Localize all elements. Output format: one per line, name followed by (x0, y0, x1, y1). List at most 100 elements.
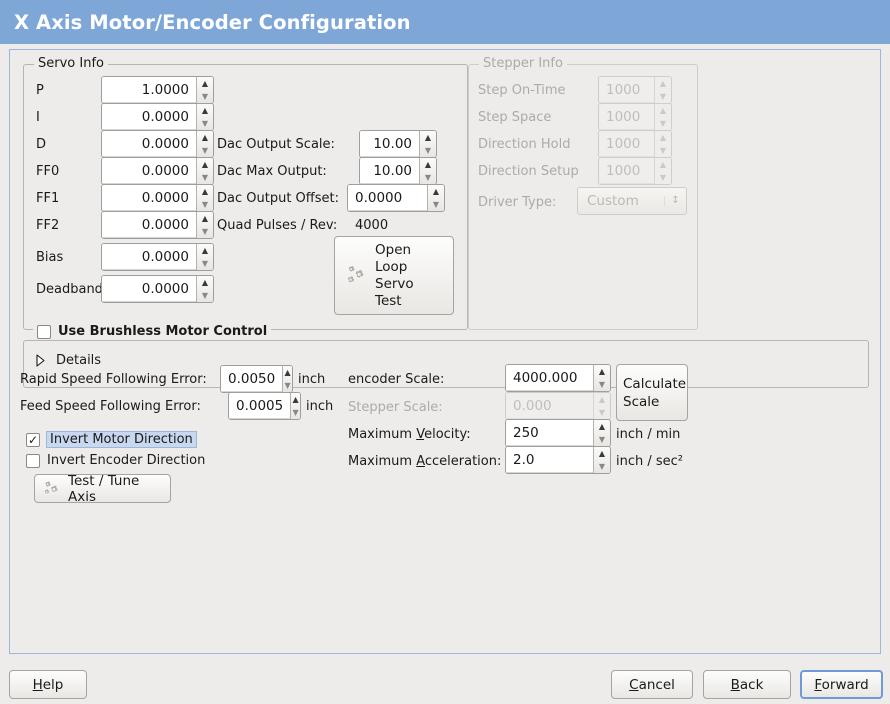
servo-deadband-value[interactable]: 0.0000 (102, 276, 196, 302)
maximum-velocity-value[interactable]: 250 (506, 420, 593, 446)
dac-max-output-label: Dac Max Output: (217, 164, 327, 179)
dac-max-output-spin-buttons[interactable]: ▲ ▼ (419, 158, 436, 184)
feed-spin-buttons[interactable]: ▲ ▼ (290, 393, 300, 419)
driver-type-label: Driver Type: (478, 195, 557, 210)
servo-info-legend: Servo Info (34, 56, 108, 71)
dac-output-scale-value[interactable]: 10.00 (360, 131, 419, 157)
checkbox-box[interactable]: ✓ (26, 432, 40, 447)
spin-down-icon[interactable]: ▼ (201, 226, 209, 236)
servo-ff1-value[interactable]: 0.0000 (102, 185, 196, 211)
servo-p-spinner[interactable]: 1.0000 ▲ ▼ (101, 76, 214, 104)
details-expander[interactable]: Details (35, 353, 101, 368)
spin-up-icon[interactable]: ▲ (201, 105, 209, 115)
spin-up-icon[interactable]: ▲ (201, 245, 209, 255)
servo-i-value[interactable]: 0.0000 (102, 104, 196, 130)
back-button[interactable]: Back (703, 670, 791, 699)
spin-down-icon[interactable]: ▼ (201, 91, 209, 101)
servo-ff2-value[interactable]: 0.0000 (102, 212, 196, 238)
open-loop-servo-test-button[interactable]: Open Loop Servo Test (334, 236, 454, 315)
maximum-acceleration-spinner[interactable]: 2.0 ▲ ▼ (505, 446, 611, 474)
dac-output-scale-spinner[interactable]: 10.00 ▲ ▼ (359, 130, 437, 158)
feed-following-error-value[interactable]: 0.0005 (229, 393, 291, 419)
spin-down-icon[interactable]: ▼ (201, 199, 209, 209)
spin-down-icon[interactable]: ▼ (201, 118, 209, 128)
servo-d-value[interactable]: 0.0000 (102, 131, 196, 157)
maximum-acceleration-value[interactable]: 2.0 (506, 447, 593, 473)
use-brushless-motor-control-checkbox[interactable]: Use Brushless Motor Control (33, 324, 272, 339)
servo-ff0-value[interactable]: 0.0000 (102, 158, 196, 184)
spin-up-icon[interactable]: ▲ (292, 394, 299, 404)
servo-bias-spinner[interactable]: 0.0000 ▲ ▼ (101, 243, 214, 271)
servo-ff1-spinner[interactable]: 0.0000 ▲ ▼ (101, 184, 214, 212)
servo-ff0-spin-buttons[interactable]: ▲ ▼ (196, 158, 213, 184)
encoder-scale-spin-buttons[interactable]: ▲ ▼ (593, 365, 610, 391)
invert-motor-direction-checkbox[interactable]: ✓ Invert Motor Direction (26, 431, 197, 448)
spin-up-icon[interactable]: ▲ (201, 78, 209, 88)
servo-d-spinner[interactable]: 0.0000 ▲ ▼ (101, 130, 214, 158)
direction-setup-value: 1000 (599, 158, 654, 184)
spin-up-icon[interactable]: ▲ (201, 186, 209, 196)
servo-i-spinner[interactable]: 0.0000 ▲ ▼ (101, 103, 214, 131)
forward-button[interactable]: Forward (800, 670, 883, 699)
servo-deadband-spin-buttons[interactable]: ▲ ▼ (196, 276, 213, 302)
spin-down-icon[interactable]: ▼ (598, 379, 606, 389)
servo-deadband-spinner[interactable]: 0.0000 ▲ ▼ (101, 275, 214, 303)
spin-up-icon[interactable]: ▲ (284, 367, 291, 377)
spin-down-icon[interactable]: ▼ (201, 290, 209, 300)
rapid-following-error-value[interactable]: 0.0050 (221, 366, 283, 392)
spin-up-icon[interactable]: ▲ (201, 213, 209, 223)
dac-output-scale-spin-buttons[interactable]: ▲ ▼ (419, 131, 436, 157)
rapid-following-error-spinner[interactable]: 0.0050 ▲ ▼ (220, 365, 293, 393)
spin-up-icon[interactable]: ▲ (424, 132, 432, 142)
spin-up-icon[interactable]: ▲ (598, 421, 606, 431)
test-tune-axis-button[interactable]: Test / Tune Axis (34, 473, 171, 505)
spin-down-icon[interactable]: ▼ (284, 380, 291, 390)
servo-p-value[interactable]: 1.0000 (102, 77, 196, 103)
spin-down-icon: ▼ (659, 145, 667, 155)
rapid-spin-buttons[interactable]: ▲ ▼ (282, 366, 292, 392)
spin-up-icon[interactable]: ▲ (424, 159, 432, 169)
encoder-scale-spinner[interactable]: 4000.000 ▲ ▼ (505, 364, 611, 392)
spin-up-icon[interactable]: ▲ (598, 448, 606, 458)
spin-down-icon[interactable]: ▼ (201, 145, 209, 155)
spin-down-icon[interactable]: ▼ (598, 434, 606, 444)
maximum-acceleration-spin-buttons[interactable]: ▲ ▼ (593, 447, 610, 473)
servo-i-spin-buttons[interactable]: ▲ ▼ (196, 104, 213, 130)
spin-up-icon[interactable]: ▲ (201, 159, 209, 169)
servo-ff2-spin-buttons[interactable]: ▲ ▼ (196, 212, 213, 238)
calculate-scale-button[interactable]: Calculate Scale (616, 364, 688, 421)
spin-up-icon[interactable]: ▲ (598, 366, 606, 376)
maximum-velocity-spinner[interactable]: 250 ▲ ▼ (505, 419, 611, 447)
servo-ff2-spinner[interactable]: 0.0000 ▲ ▼ (101, 211, 214, 239)
dac-output-offset-spin-buttons[interactable]: ▲ ▼ (427, 185, 444, 211)
cancel-button[interactable]: Cancel (611, 670, 693, 699)
checkbox-box[interactable] (37, 324, 51, 339)
spin-up-icon[interactable]: ▲ (201, 277, 209, 287)
spin-down-icon[interactable]: ▼ (424, 145, 432, 155)
servo-d-spin-buttons[interactable]: ▲ ▼ (196, 131, 213, 157)
spin-down-icon[interactable]: ▼ (424, 172, 432, 182)
checkbox-box[interactable] (26, 453, 40, 468)
maximum-velocity-spin-buttons[interactable]: ▲ ▼ (593, 420, 610, 446)
spin-down-icon[interactable]: ▼ (598, 461, 606, 471)
spin-down-icon[interactable]: ▼ (201, 258, 209, 268)
encoder-scale-value[interactable]: 4000.000 (506, 365, 593, 391)
spin-up-icon[interactable]: ▲ (432, 186, 440, 196)
dac-max-output-spinner[interactable]: 10.00 ▲ ▼ (359, 157, 437, 185)
spin-up-icon[interactable]: ▲ (201, 132, 209, 142)
invert-encoder-direction-checkbox[interactable]: Invert Encoder Direction (26, 453, 205, 468)
dac-output-offset-spinner[interactable]: 0.0000 ▲ ▼ (347, 184, 445, 212)
servo-ff0-spinner[interactable]: 0.0000 ▲ ▼ (101, 157, 214, 185)
servo-p-spin-buttons[interactable]: ▲ ▼ (196, 77, 213, 103)
dac-max-output-value[interactable]: 10.00 (360, 158, 419, 184)
spin-down-icon[interactable]: ▼ (432, 199, 440, 209)
spin-down-icon[interactable]: ▼ (201, 172, 209, 182)
servo-bias-value[interactable]: 0.0000 (102, 244, 196, 270)
servo-ff1-spin-buttons[interactable]: ▲ ▼ (196, 185, 213, 211)
servo-bias-spin-buttons[interactable]: ▲ ▼ (196, 244, 213, 270)
dac-output-offset-value[interactable]: 0.0000 (348, 185, 427, 211)
feed-following-error-spinner[interactable]: 0.0005 ▲ ▼ (228, 392, 301, 420)
spin-down-icon[interactable]: ▼ (292, 407, 299, 417)
help-button[interactable]: Help (9, 670, 87, 699)
chevron-right-icon[interactable] (35, 354, 46, 367)
